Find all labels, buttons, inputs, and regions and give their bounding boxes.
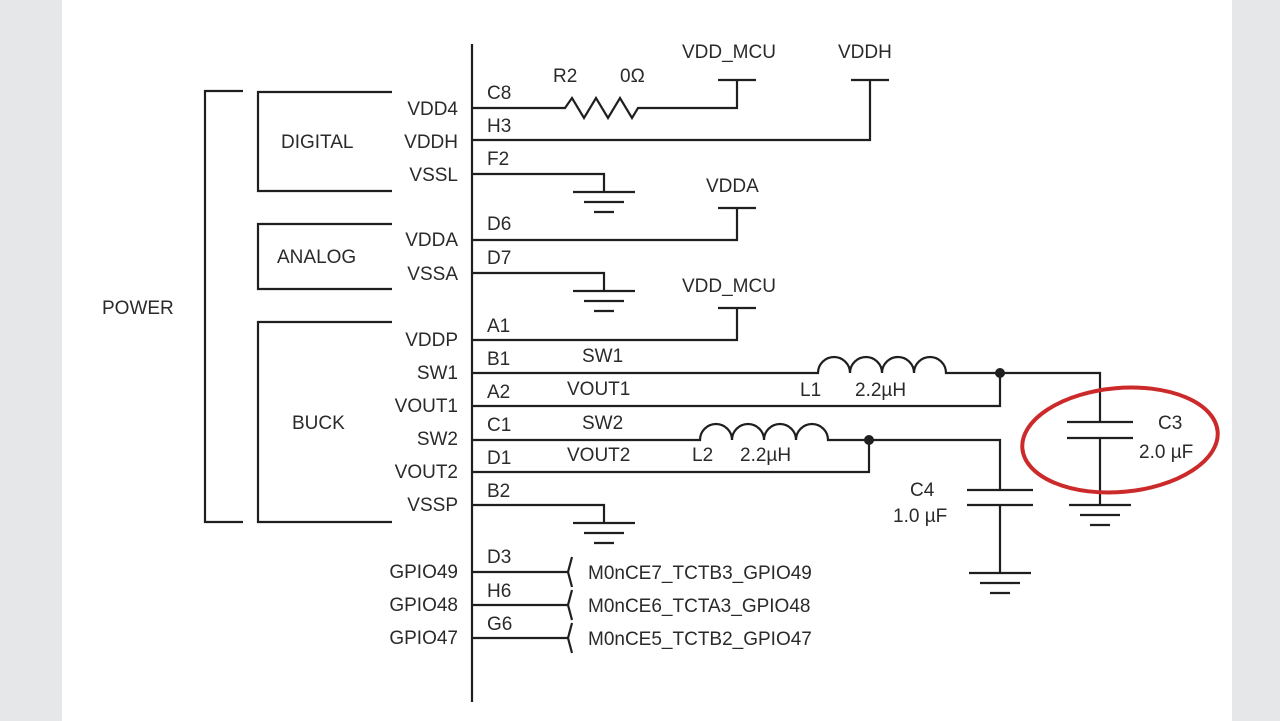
gpio47-wire [472,622,574,654]
ball-id: D7 [487,248,511,269]
ball-id: D6 [487,214,511,235]
buck-label: BUCK [292,413,345,434]
pin-names: VDD4 VDDH VSSL VDDA VSSA VDDP SW1 VOUT1 … [389,99,458,649]
ball-id: B1 [487,349,510,370]
pin-name: VOUT1 [395,396,458,417]
c4-value: 1.0 µF [893,506,947,527]
l1-ref: L1 [800,380,821,401]
power-label: POWER [102,298,174,319]
digital-label: DIGITAL [281,132,354,153]
ball-id: A2 [487,382,510,403]
pin-name: GPIO47 [389,628,458,649]
c4-ref: C4 [910,480,935,501]
ball-id: C1 [487,415,511,436]
gpio48-wire [472,589,574,621]
gpio-net-label: M0nCE5_TCTB2_GPIO47 [588,629,812,650]
c3-ref: C3 [1158,413,1182,434]
ball-id: A1 [487,316,510,337]
l2-value: 2.2µH [740,445,791,466]
ground-symbol [1069,503,1131,527]
pin-name: SW2 [417,429,458,450]
pin-name: SW1 [417,363,458,384]
r2-ref: R2 [553,66,577,87]
l1-value: 2.2µH [855,380,906,401]
gpio-net-label: M0nCE7_TCTB3_GPIO49 [588,563,812,584]
ground-symbol [969,571,1031,595]
ball-id: D3 [487,547,511,568]
vdd-mcu-net-label: VDD_MCU [682,276,776,297]
pin-name: VSSP [407,495,458,516]
vssl-wire [472,172,606,192]
pin-name: VDD4 [407,99,458,120]
gpio-net-label: M0nCE6_TCTA3_GPIO48 [588,596,810,617]
vssa-wire [472,271,606,291]
vdda-wire [472,208,739,242]
vout1-wire [472,373,1002,408]
ground-symbol [573,289,635,313]
sw2-wire [472,422,1002,490]
gpio49-wire [472,556,574,588]
vssp-wire [472,503,606,523]
pin-name: VSSA [407,264,458,285]
ground-symbol [573,190,635,214]
vout2-net-label: VOUT2 [567,445,630,466]
ball-id: H6 [487,581,511,602]
r2-value: 0Ω [620,66,645,87]
sw1-wire [472,355,1102,422]
ball-id: H3 [487,116,511,137]
vddp-wire [472,308,739,342]
vout1-net-label: VOUT1 [567,379,630,400]
power-bracket [203,89,243,524]
ball-id: G6 [487,614,512,635]
sw2-net-label: SW2 [582,413,623,434]
ball-id: F2 [487,149,509,170]
c3-value: 2.0 µF [1139,442,1193,463]
ball-id: C8 [487,83,511,104]
vddh-net-label: VDDH [838,42,892,63]
l2-ref: L2 [692,445,713,466]
analog-bracket [256,222,392,291]
highlight-circle [1020,385,1220,495]
analog-label: ANALOG [277,247,356,268]
pin-name: VDDP [405,330,458,351]
buck-bracket [256,320,392,524]
vdd4-wire [472,80,739,121]
vdda-net-label: VDDA [706,176,759,197]
vdd-mcu-net-label: VDD_MCU [682,42,776,63]
vddh-wire [472,80,872,142]
sw1-net-label: SW1 [582,346,623,367]
ball-id: B2 [487,481,510,502]
pin-name: GPIO48 [389,595,458,616]
ball-id: D1 [487,448,511,469]
pin-name: GPIO49 [389,562,458,583]
digital-bracket [256,90,392,193]
ground-symbol [573,521,635,545]
pin-name: VDDH [404,132,458,153]
ball-designators: C8 H3 F2 D6 D7 A1 B1 A2 C1 D1 B2 D3 H6 G… [487,83,512,635]
pin-name: VOUT2 [395,462,458,483]
pin-name: VSSL [409,165,458,186]
vout2-wire [472,440,871,474]
pin-name: VDDA [405,230,458,251]
